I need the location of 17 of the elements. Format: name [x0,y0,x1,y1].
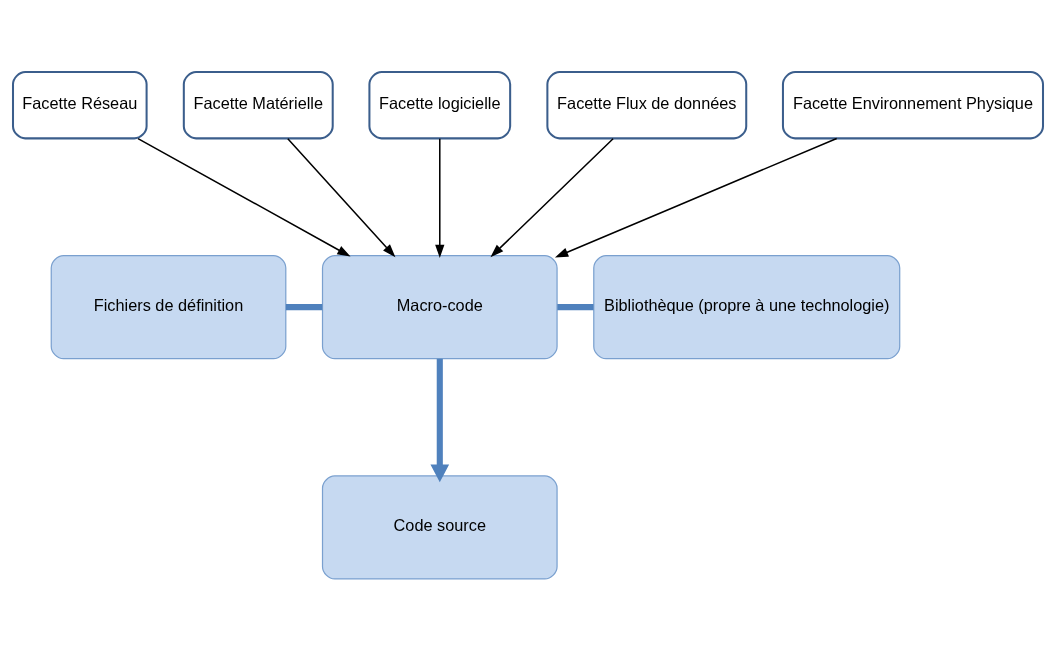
arrow [430,358,450,482]
node-box: Macro-code [321,254,558,359]
arrow [435,137,445,258]
node-box: Facette Flux de données [546,70,748,139]
arrow [137,137,351,257]
arrow [287,137,396,257]
node-box: Facette Environnement Physique [781,70,1044,139]
arrow [490,137,614,257]
node-box: Facette Réseau [12,70,148,139]
node-box: Code source [321,474,558,580]
node-box: Fichiers de définition [50,254,287,359]
node-box: Facette Matérielle [182,70,334,139]
connector [285,303,323,310]
node-box: Facette logicielle [368,70,512,139]
arrow [554,137,838,257]
node-box: Bibliothèque (propre à une technologie) [593,254,901,359]
connector [557,303,594,310]
